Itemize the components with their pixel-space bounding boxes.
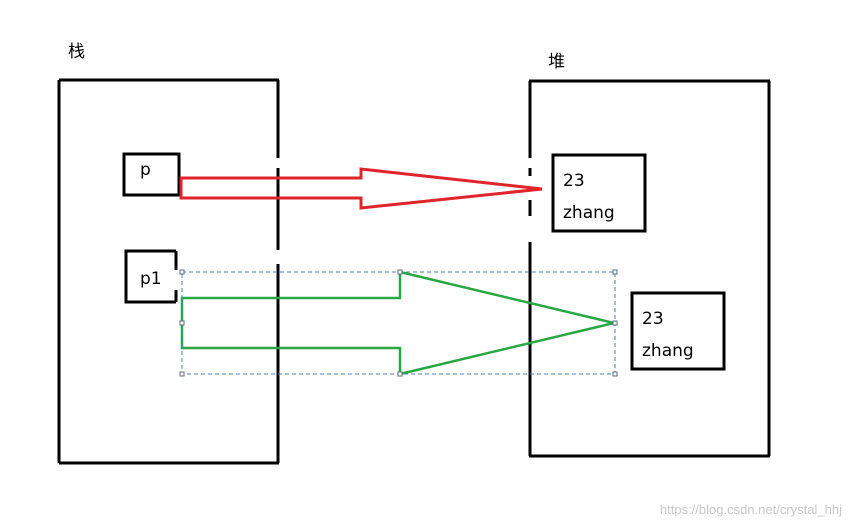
heap-title: 堆 [548, 52, 565, 72]
object-1-name: zhang [563, 203, 615, 223]
selection-frame[interactable] [179, 269, 618, 377]
watermark-text: https://blog.csdn.net/crystal_hhj [660, 502, 842, 517]
var-p-label: p [140, 160, 151, 180]
stack-title: 栈 [68, 42, 85, 62]
reference-arrow-p [179, 167, 543, 210]
object-1-age: 23 [563, 171, 585, 191]
var-p1-box: p1 [124, 249, 178, 304]
heap-object-1: 23 zhang [551, 153, 647, 233]
var-p1-label: p1 [140, 269, 162, 289]
var-p-box: p [122, 152, 181, 197]
selection-handle[interactable] [612, 320, 618, 326]
selection-handle[interactable] [612, 269, 618, 275]
selection-handle[interactable] [612, 371, 618, 377]
object-2-age: 23 [642, 309, 664, 329]
heap-box [528, 79, 771, 458]
selection-handle[interactable] [179, 371, 185, 377]
selection-handle[interactable] [179, 320, 185, 326]
selection-handle[interactable] [179, 269, 185, 275]
object-2-name: zhang [642, 341, 694, 361]
selection-handle[interactable] [397, 371, 403, 377]
reference-arrow-p1 [180, 270, 615, 376]
heap-object-2: 23 zhang [630, 291, 726, 371]
selection-handle[interactable] [397, 269, 403, 275]
